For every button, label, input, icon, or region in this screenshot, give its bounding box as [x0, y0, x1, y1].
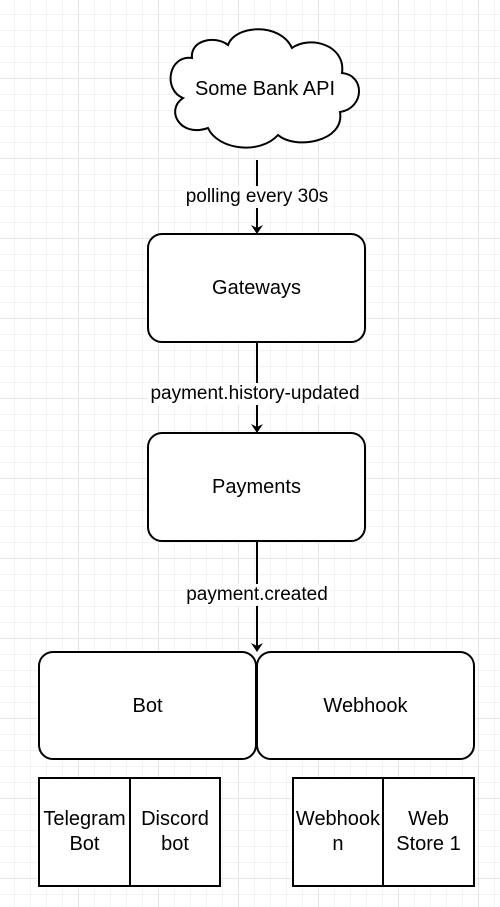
edge-created-label: payment.created — [184, 584, 330, 606]
payments-node[interactable] — [147, 432, 366, 542]
webhook-n-box[interactable] — [292, 777, 384, 887]
cloud-label: Some Bank API — [194, 78, 336, 100]
web-store-label: Web Store 1 — [396, 808, 461, 855]
edge-history-updated-label: payment.history-updated — [148, 383, 362, 405]
web-store-box[interactable] — [382, 777, 475, 887]
bot-label: Bot — [132, 694, 163, 717]
webhook-n-label: Webhook n — [295, 808, 381, 855]
telegram-bot-label: Telegram Bot — [43, 808, 126, 855]
discord-bot-box[interactable] — [129, 777, 221, 887]
webhook-node[interactable] — [256, 651, 475, 760]
discord-bot-label: Discord bot — [141, 808, 209, 855]
payments-label: Payments — [212, 476, 301, 498]
telegram-bot-box[interactable] — [38, 777, 131, 887]
webhook-label: Webhook — [323, 694, 408, 717]
edge-polling-label: polling every 30s — [183, 186, 331, 208]
cloud-shape[interactable] — [169, 28, 360, 149]
gateways-node[interactable] — [147, 233, 366, 343]
gateways-label: Gateways — [212, 277, 301, 299]
